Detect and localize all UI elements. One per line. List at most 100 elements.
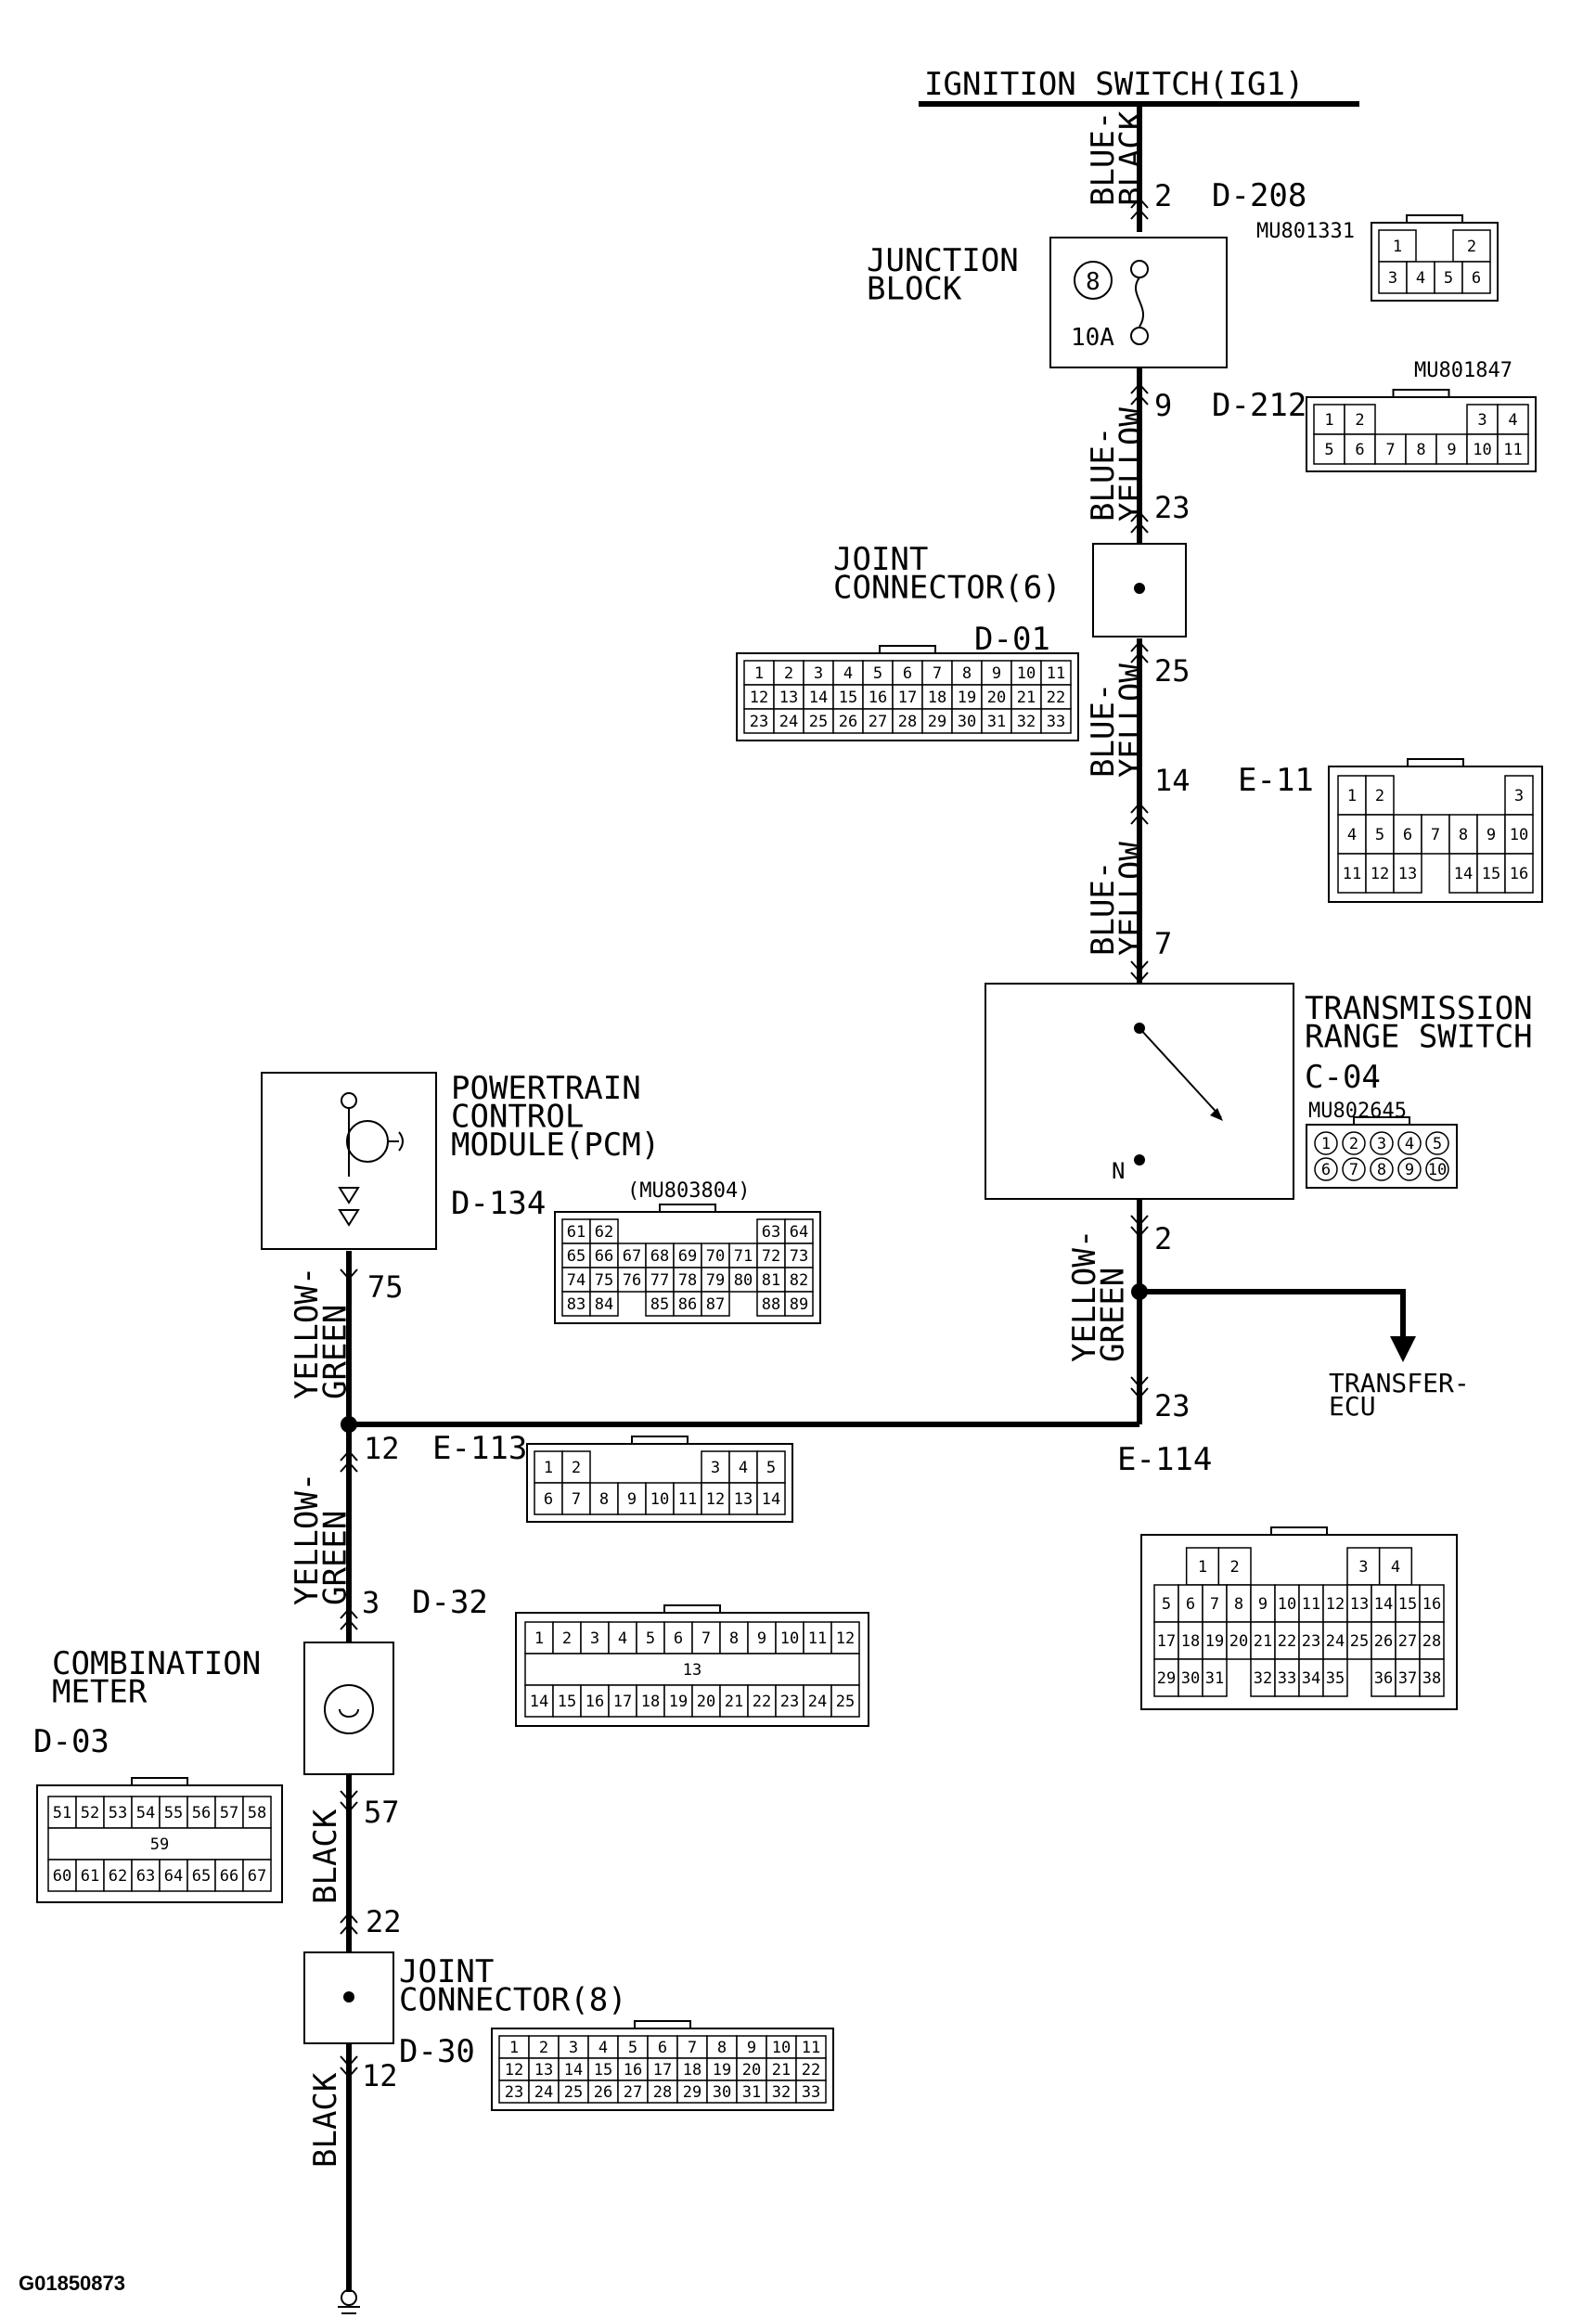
pin-e114: 23 — [1154, 1388, 1191, 1423]
connector-cavity — [1344, 433, 1376, 465]
connector-cavity — [1425, 1131, 1449, 1155]
connector-cavity — [766, 2080, 797, 2104]
connector-pin-label: 9 — [1258, 1595, 1268, 1614]
connector-pin-label: 9 — [1447, 441, 1456, 459]
connector-pin-label: 18 — [1181, 1632, 1200, 1651]
connector-pin-label: 11 — [678, 1490, 697, 1509]
pin-e113: 12 — [364, 1431, 400, 1466]
connector-pin-label: 27 — [1398, 1632, 1417, 1651]
connector-pin-label: 12 — [1371, 865, 1389, 883]
connector-pin-label: 70 — [706, 1247, 725, 1266]
connector-pin-label: 10 — [780, 1629, 799, 1648]
connector-pin-label: 2 — [1467, 238, 1476, 256]
connector-pin-label: 26 — [594, 2083, 612, 2102]
connector-latch — [659, 1204, 716, 1213]
id-d212: D-212 — [1212, 387, 1306, 424]
connector-pin-label: 11 — [1047, 664, 1065, 683]
connector-cavity — [1346, 1584, 1372, 1623]
connector-pin-label: 31 — [742, 2083, 761, 2102]
connector-cavity — [691, 1684, 721, 1718]
connector-cavity — [775, 1684, 804, 1718]
connector-pin-label: 6 — [674, 1629, 683, 1648]
connector-cavity — [747, 1621, 777, 1655]
connector-pin-label: 79 — [706, 1271, 725, 1290]
connector-cavity — [676, 2080, 708, 2104]
connector-pin-label: 1 — [534, 1629, 544, 1648]
connector-pin-label: 89 — [790, 1295, 808, 1314]
connector-pin-label: 11 — [808, 1629, 827, 1648]
connector-pin-label: 13 — [1350, 1595, 1369, 1614]
fuse-rating: 10A — [1071, 324, 1114, 352]
connector-cavity — [131, 1796, 161, 1829]
connector-cavity — [1322, 1584, 1348, 1623]
connector-markers — [340, 197, 1149, 2079]
connector-cavity — [1378, 229, 1417, 263]
connector-cavity — [706, 2080, 738, 2104]
pin-jc6-out: 25 — [1154, 653, 1191, 689]
fuse-terminal-bottom — [1130, 327, 1149, 345]
connector-cavity — [558, 2035, 589, 2059]
connector-cavity — [830, 1684, 860, 1718]
connector-pin-label: 5 — [628, 2039, 637, 2057]
connector-pin-label: 7 — [572, 1490, 581, 1509]
connector-pin-label: 12 — [706, 1490, 725, 1509]
connector-cavity — [756, 1450, 786, 1484]
connector-pin-label: 3 — [1514, 787, 1524, 805]
connector-cavity — [1406, 261, 1435, 294]
connector-pin-label: 56 — [192, 1804, 211, 1822]
connector-cavity — [1226, 1621, 1252, 1660]
connector-cavity — [1346, 1621, 1372, 1660]
connector-pin-label: 24 — [1326, 1632, 1345, 1651]
connector-pin-label: 20 — [742, 2061, 761, 2080]
connector-pin-label: 14 — [809, 689, 828, 707]
connector-cavity — [728, 1267, 758, 1293]
connector-pin-label: 64 — [164, 1867, 183, 1886]
connector-pin-label: 6 — [1355, 441, 1364, 459]
connector-pin-label: 23 — [505, 2083, 523, 2102]
connector-pin-label: 4 — [843, 664, 853, 683]
connector-pin-label: 65 — [567, 1247, 586, 1266]
connector-pin-label: 80 — [734, 1271, 753, 1290]
transfer-arrow — [1390, 1336, 1416, 1362]
connector-pin-label: 36 — [1374, 1669, 1393, 1688]
connector-pin-label: 2 — [572, 1459, 581, 1477]
connector-pin-label: 2 — [784, 664, 793, 683]
connector-pin-label: 21 — [1017, 689, 1036, 707]
connector-pin-label: 4 — [1405, 1135, 1414, 1153]
connector-pin-label: 51 — [53, 1804, 71, 1822]
connector-pin-label: 3 — [569, 2039, 578, 2057]
connector-pin-label: 22 — [1047, 689, 1065, 707]
connector-pin-label: 13 — [534, 2061, 553, 2080]
connector-pin-label: 61 — [567, 1223, 586, 1242]
connector-pin-label: 28 — [898, 713, 917, 731]
connector-pin-label: 63 — [762, 1223, 780, 1242]
connector-pin-label: 22 — [802, 2061, 820, 2080]
connector-cavity — [795, 2080, 827, 2104]
junction-block-box — [1049, 237, 1228, 368]
connector-latch — [131, 1777, 188, 1786]
connector-cavity — [795, 2057, 827, 2081]
connector-pin-label: 2 — [1355, 411, 1364, 430]
connector-cavity — [784, 1243, 814, 1268]
connector-pin-label: 13 — [734, 1490, 753, 1509]
connector-pin-label: 5 — [1162, 1595, 1171, 1614]
connector-pin-label: 3 — [1477, 411, 1487, 430]
connector-cavity — [1452, 229, 1491, 263]
meter-icon — [324, 1684, 374, 1734]
connector-cavity — [773, 684, 804, 710]
connector-pin-label: 57 — [220, 1804, 238, 1822]
part-d208: MU801331 — [1256, 220, 1355, 243]
connector-pin-label: 8 — [729, 1629, 739, 1648]
connector-latch — [663, 1604, 721, 1614]
connector-pin-label: 68 — [650, 1247, 669, 1266]
pin-meter-out: 57 — [364, 1795, 400, 1830]
connector-cavity — [1466, 404, 1499, 435]
connector-pin-label: 8 — [599, 1490, 609, 1509]
connector-cavity — [187, 1796, 216, 1829]
connector-pin-label: 3 — [1388, 269, 1397, 288]
